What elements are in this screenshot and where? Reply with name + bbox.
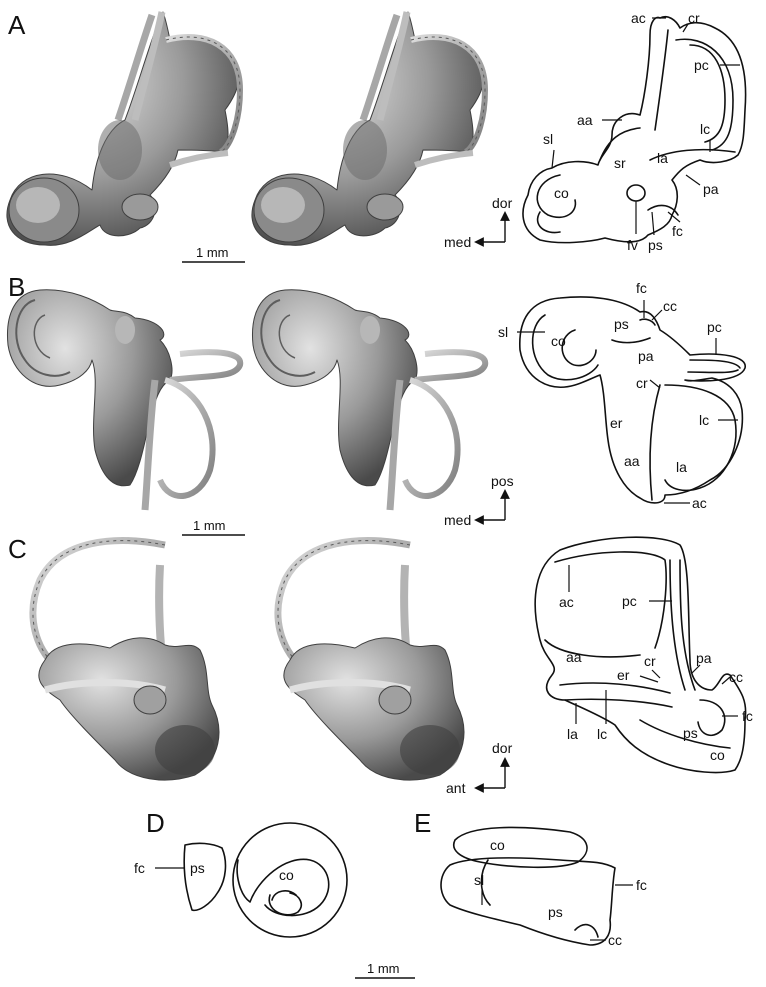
render-a-right	[252, 12, 485, 245]
axis-c-horizontal: ant	[446, 780, 466, 796]
axis-b-horizontal: med	[444, 512, 471, 528]
axis-a-vertical: dor	[492, 195, 513, 211]
axis-b-vertical: pos	[491, 473, 514, 489]
render-a-left	[7, 12, 240, 245]
schematic-c	[534, 536, 747, 774]
label-e-fc: fc	[636, 877, 647, 893]
label-d-ps: ps	[190, 860, 205, 876]
label-a-sl: sl	[543, 131, 553, 147]
label-b-pc: pc	[707, 319, 722, 335]
label-b-cr: cr	[636, 375, 648, 391]
label-a-ps: ps	[648, 237, 663, 253]
scale-bar-b-label: 1 mm	[193, 518, 226, 533]
schematic-a	[522, 15, 747, 244]
panel-label-a: A	[8, 10, 26, 40]
scale-bar-a-label: 1 mm	[196, 245, 229, 260]
render-c-right	[278, 541, 464, 780]
label-b-co: co	[551, 333, 566, 349]
label-e-cc: cc	[608, 932, 622, 948]
label-a-lc: lc	[700, 121, 710, 137]
label-a-la: la	[657, 150, 668, 166]
labels-e: co sl fc ps cc	[474, 837, 647, 948]
label-b-fc: fc	[636, 280, 647, 296]
labels-a: ac cr pc aa lc sl la sr pa co fc fv ps	[543, 10, 740, 253]
label-c-cc: cc	[729, 669, 743, 685]
label-a-co: co	[554, 185, 569, 201]
axis-b: pos med	[444, 473, 514, 528]
label-b-aa: aa	[624, 453, 640, 469]
render-b-left	[7, 290, 240, 510]
label-e-sl: sl	[474, 872, 484, 888]
label-a-pc: pc	[694, 57, 709, 73]
labels-c: ac pc aa cr pa er cc la lc fc ps co	[559, 565, 753, 763]
axis-a: dor med	[444, 195, 513, 250]
label-a-cr: cr	[688, 10, 700, 26]
label-c-pa: pa	[696, 650, 712, 666]
schematic-d	[183, 822, 348, 938]
label-b-cc: cc	[663, 298, 677, 314]
label-b-ac: ac	[692, 495, 707, 511]
label-a-sr: sr	[614, 155, 626, 171]
label-c-pc: pc	[622, 593, 637, 609]
label-d-co: co	[279, 867, 294, 883]
label-b-la: la	[676, 459, 687, 475]
label-b-ps: ps	[614, 316, 629, 332]
labels-d: fc ps co	[134, 860, 294, 883]
label-d-fc: fc	[134, 860, 145, 876]
label-a-fv: fv	[627, 237, 638, 253]
schematic-e	[440, 826, 616, 946]
label-e-ps: ps	[548, 904, 563, 920]
label-c-ps: ps	[683, 725, 698, 741]
label-c-aa: aa	[566, 649, 582, 665]
labels-b: fc cc sl ps pc co pa cr er lc aa la ac	[498, 280, 738, 511]
axis-c: dor ant	[446, 740, 513, 796]
panel-label-d: D	[146, 808, 165, 838]
label-b-lc: lc	[699, 412, 709, 428]
label-c-lc: lc	[597, 726, 607, 742]
panel-label-b: B	[8, 272, 25, 302]
label-b-sl: sl	[498, 324, 508, 340]
label-e-co: co	[490, 837, 505, 853]
label-c-er: er	[617, 667, 630, 683]
axis-a-horizontal: med	[444, 234, 471, 250]
render-c-left	[33, 541, 219, 780]
panel-label-c: C	[8, 534, 27, 564]
schematic-b	[519, 296, 746, 504]
panel-label-e: E	[414, 808, 431, 838]
label-a-fc: fc	[672, 223, 683, 239]
label-a-pa: pa	[703, 181, 719, 197]
label-a-ac: ac	[631, 10, 646, 26]
scale-bar-de-label: 1 mm	[367, 961, 400, 976]
label-c-la: la	[567, 726, 578, 742]
label-c-ac: ac	[559, 594, 574, 610]
label-c-co: co	[710, 747, 725, 763]
render-b-right	[252, 290, 485, 510]
axis-c-vertical: dor	[492, 740, 513, 756]
label-b-pa: pa	[638, 348, 654, 364]
label-c-cr: cr	[644, 653, 656, 669]
label-b-er: er	[610, 415, 623, 431]
label-a-aa: aa	[577, 112, 593, 128]
label-c-fc: fc	[742, 708, 753, 724]
